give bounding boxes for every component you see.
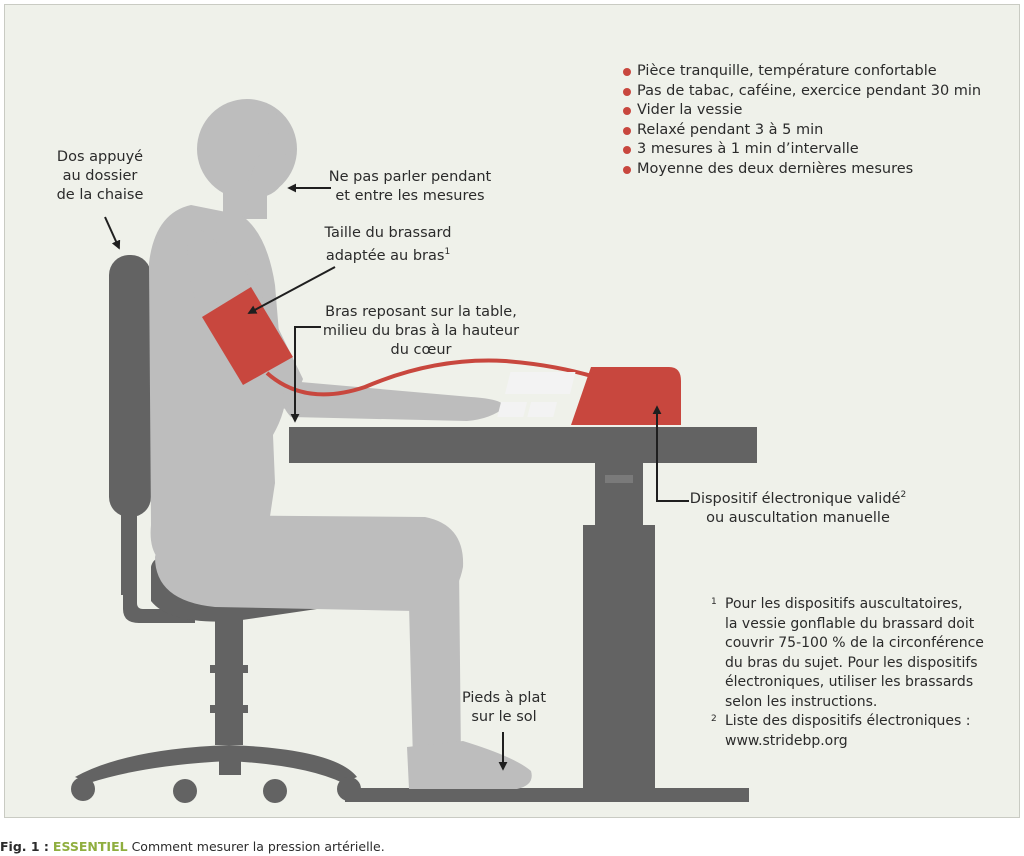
person <box>149 99 532 789</box>
footnotes: 1 Pour les dispositifs auscultatoires, l… <box>711 595 984 751</box>
label-arm-position: Bras reposant sur la table,milieu du bra… <box>322 304 520 358</box>
chair-column <box>215 615 243 745</box>
list-item: Moyenne des deux dernières mesures <box>623 160 981 180</box>
bullet-dot <box>623 107 631 116</box>
blood-pressure-cuff <box>202 287 293 385</box>
person-forearm <box>282 381 505 421</box>
monitor-button <box>527 402 558 417</box>
footnote-marker: 2 <box>711 714 717 724</box>
footnote-line: www.stridebp.org <box>725 732 848 749</box>
monitor-button <box>497 402 528 417</box>
table-top <box>289 427 757 463</box>
footnote-1: 1 Pour les dispositifs auscultatoires, l… <box>711 595 984 712</box>
footnote-line: couvrir 75-100 % de la circonférence <box>725 635 984 651</box>
blood-pressure-monitor <box>497 367 681 425</box>
arrows <box>104 183 689 771</box>
table <box>289 427 757 802</box>
list-item: Relaxé pendant 3 à 5 min <box>623 121 981 141</box>
footnote-line: selon les instructions. <box>725 693 878 710</box>
chair-caster <box>71 777 95 801</box>
chair-caster <box>173 779 197 803</box>
person-face <box>241 113 291 200</box>
list-item: Pièce tranquille, température confortabl… <box>623 62 981 82</box>
chair-caster <box>263 779 287 803</box>
monitor-screen <box>505 372 576 394</box>
caption-keyword: ESSENTIEL <box>52 839 128 854</box>
caption-text: Comment mesurer la pression artérielle. <box>131 839 385 854</box>
conditions-checklist: Pièce tranquille, température confortabl… <box>623 62 981 180</box>
caption-prefix: Fig. 1 : <box>0 839 49 854</box>
person-lower-leg <box>397 565 461 761</box>
chair-backrest <box>109 255 151 517</box>
footnote-line: la vessie gonflable du brassard doit <box>725 615 975 632</box>
chair-back-post <box>121 510 137 595</box>
table-foot <box>345 788 749 802</box>
list-item: Pas de tabac, caféine, exercice pendant … <box>623 82 981 102</box>
chair-base-legs <box>75 745 357 783</box>
figure-caption: Fig. 1 : ESSENTIEL Comment mesurer la pr… <box>0 839 385 854</box>
footnote-2: 2 Liste des dispositifs électroniques : … <box>711 712 984 751</box>
bullet-dot <box>623 165 631 174</box>
arrow-cuff <box>247 266 336 314</box>
list-item: 3 mesures à 1 min d’intervalle <box>623 140 981 160</box>
arrow-device <box>652 405 689 502</box>
person-thigh <box>155 515 464 611</box>
bullet-dot <box>623 146 631 155</box>
footnote-line: Liste des dispositifs électroniques : <box>725 713 971 729</box>
arrow-back <box>104 216 121 250</box>
person-neck <box>223 181 267 219</box>
bullet-dot <box>623 126 631 135</box>
list-item: Vider la vessie <box>623 101 981 121</box>
footnote-line: Pour les dispositifs auscultatoires, <box>725 596 963 612</box>
cuff-tube <box>265 358 596 397</box>
footnote-line: électroniques, utiliser les brassards <box>725 674 974 690</box>
arrow-arm <box>290 326 321 423</box>
table-leg <box>583 525 655 800</box>
illustration <box>71 99 757 803</box>
bullet-dot <box>623 68 631 76</box>
bullet-dot <box>623 87 631 96</box>
person-foot <box>407 741 532 789</box>
footnote-marker: 1 <box>711 597 717 607</box>
footnote-line: du bras du sujet. Pour les dispositifs <box>725 654 978 671</box>
